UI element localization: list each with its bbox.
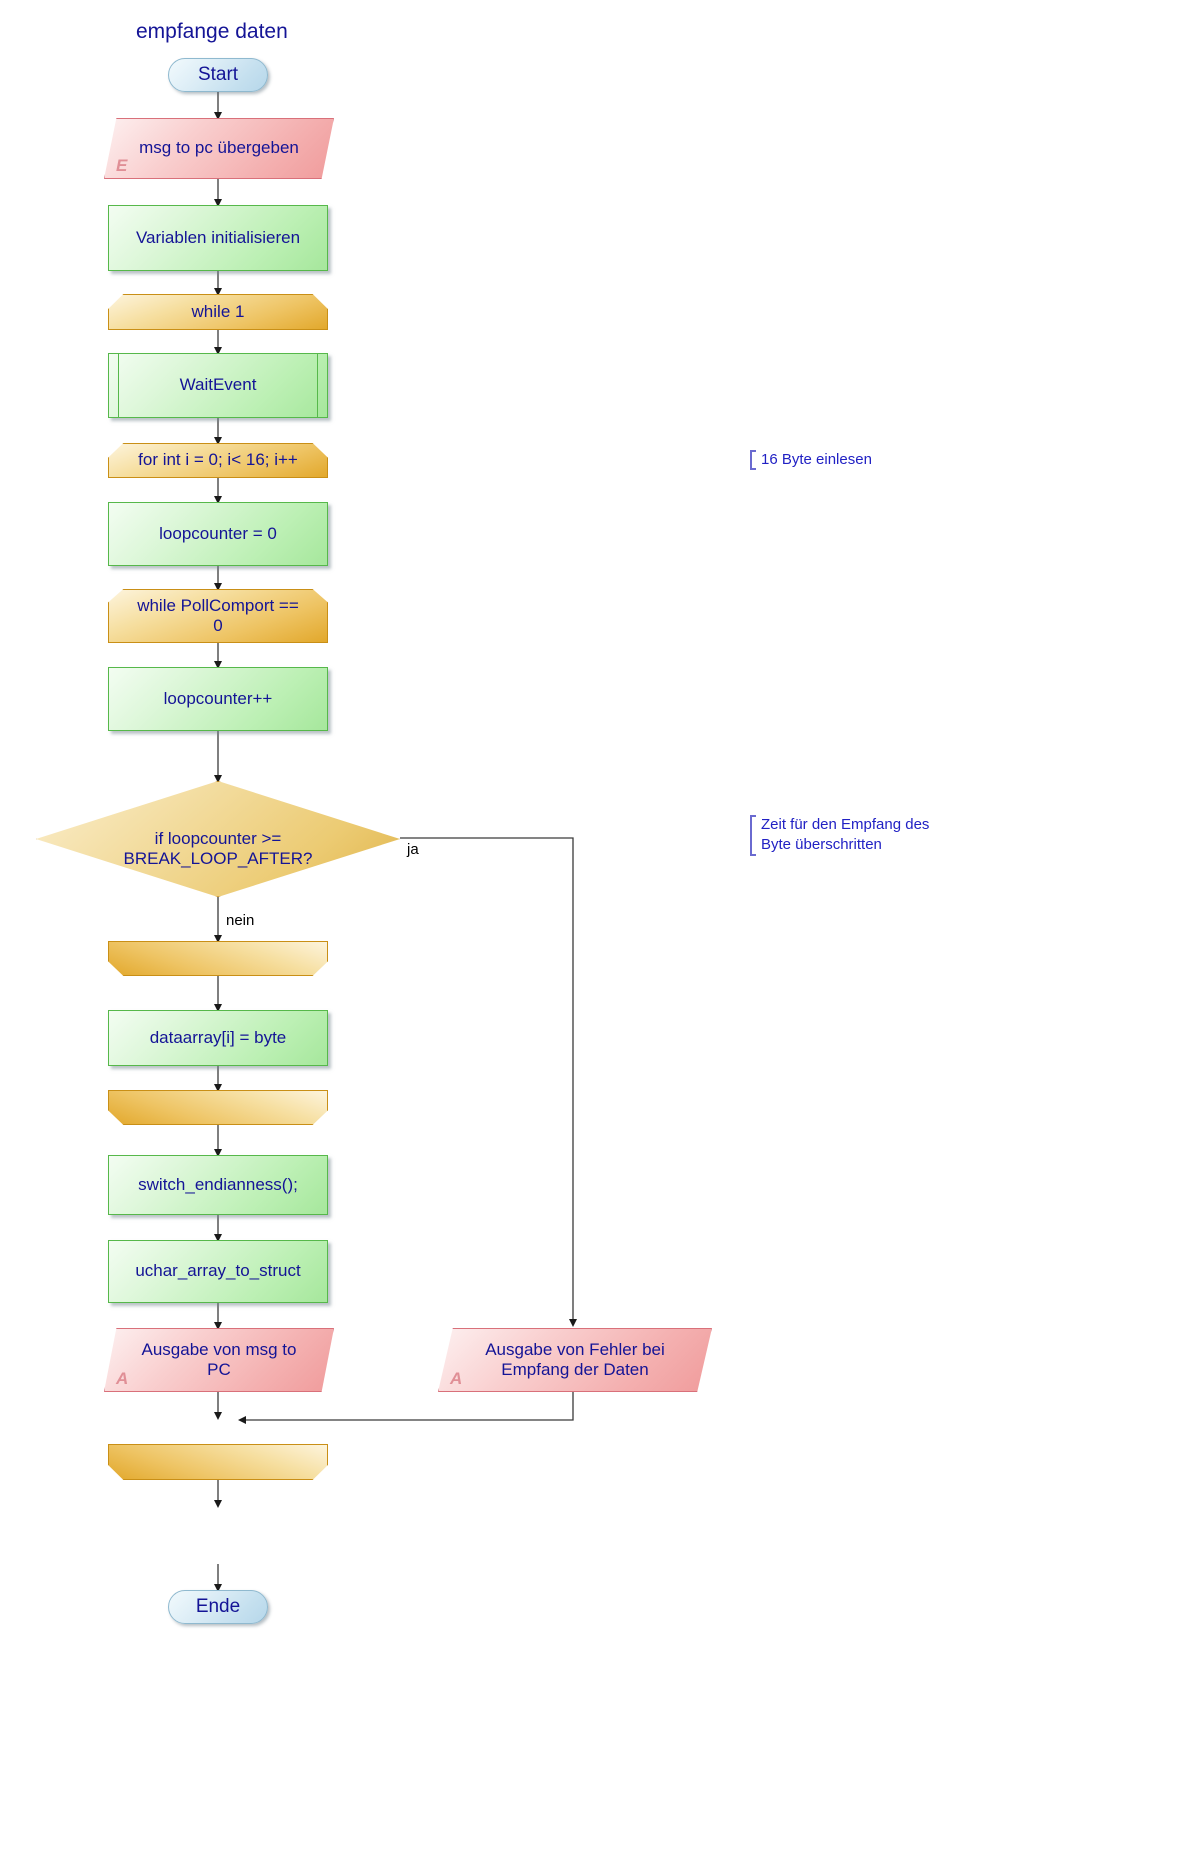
node-start-label: Start <box>197 63 239 85</box>
node-while-1[interactable]: while 1 <box>108 294 328 330</box>
node-while-pollcomport[interactable]: while PollComport == 0 <box>108 589 328 643</box>
node-loopcounter-zero-label: loopcounter = 0 <box>159 523 277 543</box>
node-loopcounter-increment[interactable]: loopcounter++ <box>108 667 328 731</box>
node-decision-break-loop[interactable]: if loopcounter >= BREAK_LOOP_AFTER? <box>36 781 400 897</box>
node-loopend-pollcomport[interactable] <box>108 941 328 976</box>
node-end-label: Ende <box>195 1595 241 1617</box>
node-while-1-label: while 1 <box>191 301 245 321</box>
input-marker-e: E <box>116 156 128 175</box>
node-output-error-label: Ausgabe von Fehler bei Empfang der Daten <box>485 1339 665 1379</box>
node-uchar-array-to-struct-label: uchar_array_to_struct <box>135 1261 301 1281</box>
node-loopend-while1[interactable] <box>108 1444 328 1480</box>
node-variablen-initialisieren-label: Variablen initialisieren <box>135 227 301 247</box>
node-variablen-initialisieren[interactable]: Variablen initialisieren <box>108 205 328 271</box>
node-loopcounter-zero[interactable]: loopcounter = 0 <box>108 502 328 566</box>
node-dataarray-assign-label: dataarray[i] = byte <box>149 1027 287 1047</box>
node-loopend-pollcomport-label <box>109 942 327 975</box>
node-for-loop[interactable]: for int i = 0; i< 16; i++ <box>108 443 328 478</box>
node-switch-endianness[interactable]: switch_endianness(); <box>108 1155 328 1215</box>
node-output-msg-to-pc[interactable]: Ausgabe von msg to PC A <box>104 1328 334 1392</box>
node-end[interactable]: Ende <box>168 1590 268 1624</box>
node-waitevent[interactable]: WaitEvent <box>108 353 328 418</box>
node-for-loop-label: for int i = 0; i< 16; i++ <box>138 450 298 470</box>
node-input-msg-to-pc-label: msg to pc übergeben <box>139 138 299 158</box>
page-title: empfange daten <box>136 20 288 43</box>
output-marker-a: A <box>116 1369 129 1388</box>
node-loopend-while1-label <box>109 1445 327 1479</box>
node-output-error[interactable]: Ausgabe von Fehler bei Empfang der Daten… <box>438 1328 712 1392</box>
node-waitevent-label: WaitEvent <box>179 375 257 395</box>
node-start[interactable]: Start <box>168 58 268 92</box>
node-loopcounter-increment-label: loopcounter++ <box>163 688 273 708</box>
node-input-msg-to-pc[interactable]: msg to pc übergeben E <box>104 118 334 179</box>
output-error-marker-a: A <box>450 1369 463 1388</box>
node-switch-endianness-label: switch_endianness(); <box>138 1174 298 1194</box>
note-16-byte-einlesen: 16 Byte einlesen <box>750 450 981 471</box>
node-decision-break-loop-label: if loopcounter >= BREAK_LOOP_AFTER? <box>123 829 313 869</box>
node-loopend-for-label <box>109 1091 327 1124</box>
node-output-msg-to-pc-label: Ausgabe von msg to PC <box>141 1339 297 1379</box>
edge-label-ja: ja <box>407 841 419 858</box>
node-dataarray-assign[interactable]: dataarray[i] = byte <box>108 1010 328 1066</box>
node-uchar-array-to-struct[interactable]: uchar_array_to_struct <box>108 1240 328 1303</box>
note-timeout: Zeit für den Empfang des Byte überschrit… <box>750 815 991 856</box>
edge-label-nein: nein <box>226 912 255 929</box>
node-loopend-for[interactable] <box>108 1090 328 1125</box>
node-while-pollcomport-label: while PollComport == 0 <box>137 595 299 635</box>
